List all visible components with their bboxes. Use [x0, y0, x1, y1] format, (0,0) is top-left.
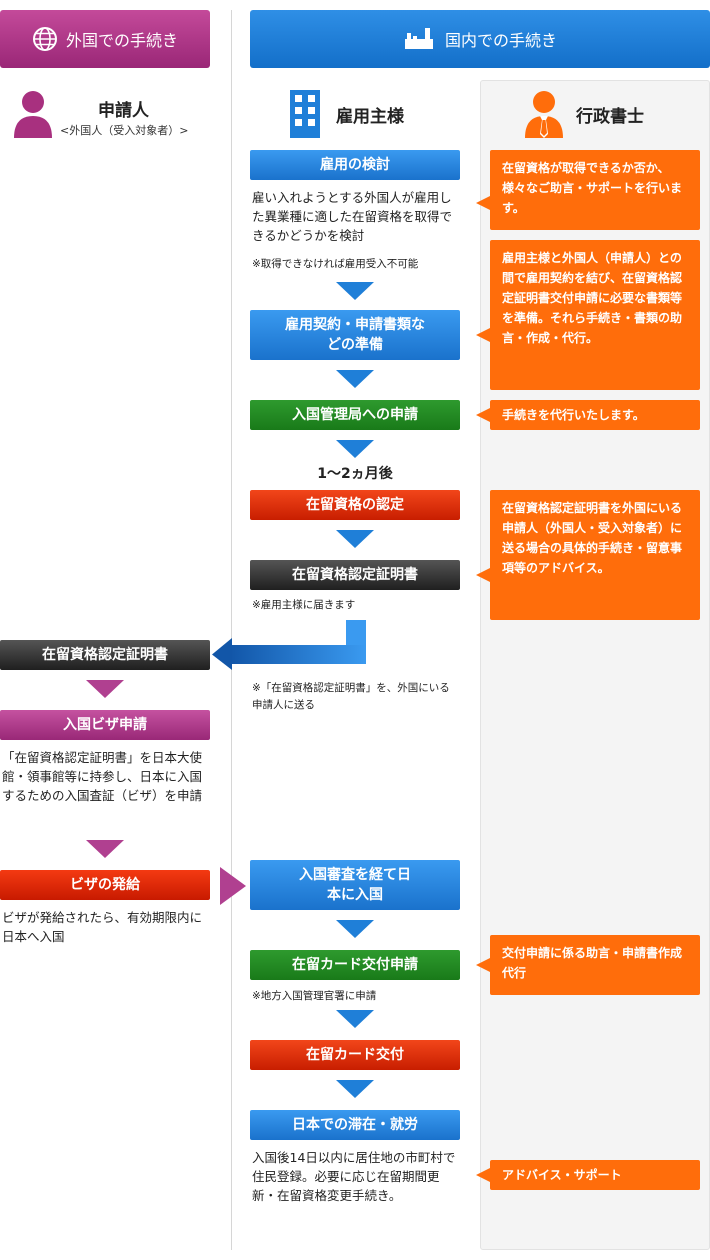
- step-card-issuance: 在留カード交付: [250, 1040, 460, 1070]
- send-arrow-icon: [212, 620, 366, 670]
- callout-pointer-icon: [476, 196, 490, 210]
- step-status-certification: 在留資格の認定: [250, 490, 460, 520]
- callout-pointer-icon: [476, 408, 490, 422]
- step-stay-work-desc: 入国後14日以内に居住地の市町村で住民登録。必要に応じ在留期間更新・在留資格変更…: [252, 1150, 456, 1203]
- gyousei-box-send-advice: 在留資格認定証明書を外国にいる申請人（外国人・受入対象者）に送る場合の具体的手続…: [490, 490, 700, 620]
- step-employment-review-note: ※取得できなければ雇用受入不可能: [252, 258, 419, 270]
- step-coe-applicant: 在留資格認定証明書: [0, 640, 210, 670]
- callout-pointer-icon: [476, 1168, 490, 1182]
- step-visa-issuance-desc: ビザが発給されたら、有効期限内に日本へ入国: [2, 910, 203, 944]
- step-card-application: 在留カード交付申請: [250, 950, 460, 980]
- step-coe-employer-note: ※雇用主様に届きます: [252, 599, 356, 611]
- gyousei-box-review: 在留資格が取得できるか否か、様々なご助言・サポートを行います。: [490, 150, 700, 230]
- arrow-down-icon: [336, 530, 374, 548]
- gyousei-box-card: 交付申請に係る助言・申請書作成代行: [490, 935, 700, 995]
- arrow-right-icon: [220, 867, 246, 905]
- role-employer-name: 雇用主様: [336, 107, 404, 127]
- gyousei-box-application: 手続きを代行いたします。: [490, 400, 700, 430]
- arrow-down-icon: [336, 440, 374, 458]
- step-coe-employer: 在留資格認定証明書: [250, 560, 460, 590]
- column-divider: [231, 10, 232, 1250]
- step-visa-application-desc: 「在留資格認定証明書」を日本大使館・領事館等に持参し、日本に入国するための入国査…: [2, 750, 203, 803]
- step-immigration-application: 入国管理局への申請: [250, 400, 460, 430]
- step-visa-issuance: ビザの発給: [0, 870, 210, 900]
- header-domestic: 国内での手続き: [250, 10, 710, 68]
- arrow-down-icon: [336, 1010, 374, 1028]
- arrow-down-icon: [336, 1080, 374, 1098]
- gyousei-box-support: アドバイス・サポート: [490, 1160, 700, 1190]
- businessman-icon: [525, 91, 563, 138]
- factory-icon: [404, 28, 433, 49]
- building-icon: [290, 90, 320, 138]
- step-employment-review-desc: 雇い入れようとする外国人が雇用した異業種に適した在留資格を取得できるかどうかを検…: [252, 190, 453, 243]
- globe-icon: [32, 27, 57, 51]
- step-entry-japan: 入国審査を経て日本に入国: [250, 860, 460, 910]
- callout-pointer-icon: [476, 568, 490, 582]
- person-icon: [14, 91, 52, 138]
- step-card-application-note: ※地方入国管理官署に申請: [252, 990, 377, 1002]
- arrow-down-icon: [86, 840, 124, 858]
- gyousei-box-contract: 雇用主様と外国人（申請人）との間で雇用契約を結び、在留資格認定証明書交付申請に必…: [490, 240, 700, 390]
- period-label: 1〜2ヵ月後: [317, 466, 393, 482]
- send-note: ※「在留資格認定証明書」を、外国にいる申請人に送る: [252, 682, 450, 711]
- header-abroad: 外国での手続き: [0, 10, 210, 68]
- role-gyousei: 行政書士: [524, 90, 694, 140]
- arrow-down-icon: [336, 370, 374, 388]
- arrow-down-icon: [336, 920, 374, 938]
- header-domestic-label: 国内での手続き: [444, 31, 557, 50]
- role-gyousei-name: 行政書士: [576, 107, 644, 127]
- role-applicant-name: 申請人: [98, 101, 149, 121]
- header-abroad-label: 外国での手続き: [65, 31, 178, 50]
- role-employer: 雇用主様: [290, 90, 450, 140]
- role-applicant: 申請人 <外国人（受入対象者）>: [12, 90, 222, 140]
- step-employment-review: 雇用の検討: [250, 150, 460, 180]
- arrow-down-icon: [336, 282, 374, 300]
- arrow-down-icon: [86, 680, 124, 698]
- step-stay-work: 日本での滞在・就労: [250, 1110, 460, 1140]
- role-applicant-sub: <外国人（受入対象者）>: [60, 124, 189, 137]
- callout-pointer-icon: [476, 958, 490, 972]
- step-visa-application: 入国ビザ申請: [0, 710, 210, 740]
- callout-pointer-icon: [476, 328, 490, 342]
- step-contract-prep: 雇用契約・申請書類などの準備: [250, 310, 460, 360]
